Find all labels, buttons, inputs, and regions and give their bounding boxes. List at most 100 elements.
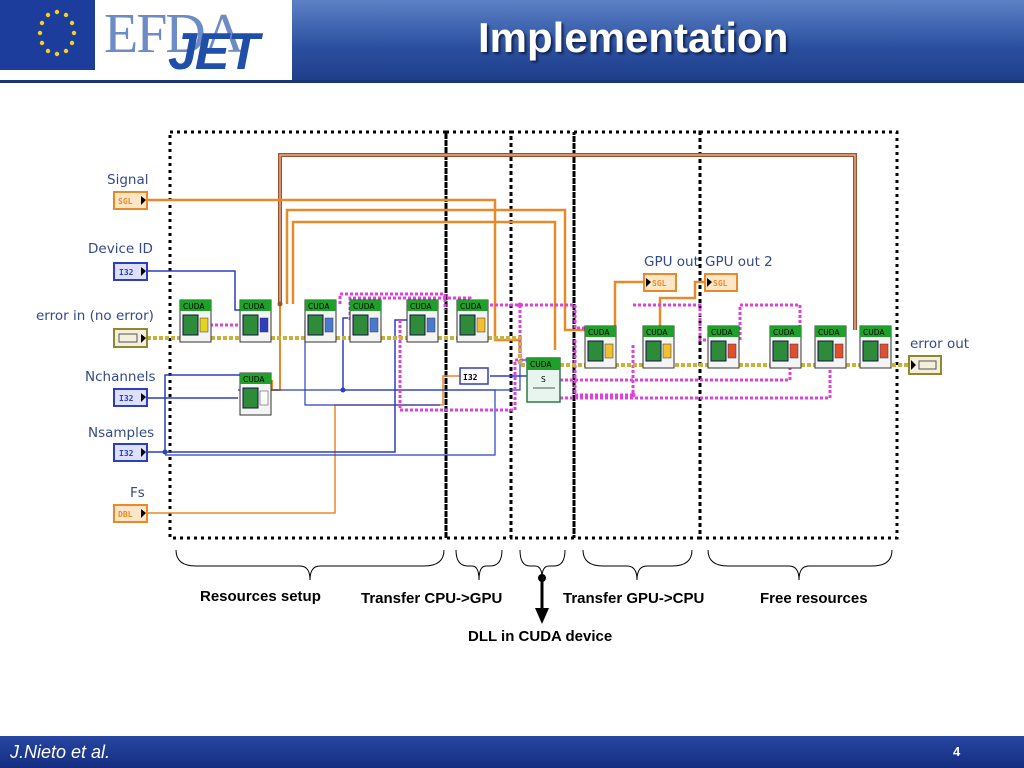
svg-text:I32: I32 — [119, 394, 134, 403]
svg-text:CUDA: CUDA — [530, 360, 552, 369]
label-resources-setup: Resources setup — [200, 588, 321, 605]
svg-text:S: S — [541, 375, 546, 384]
svg-text:SGL: SGL — [652, 279, 667, 288]
cuda-subvi-node[interactable]: CUDA — [349, 299, 382, 343]
svg-text:SGL: SGL — [118, 197, 133, 206]
brace-resources-setup — [175, 549, 445, 581]
cuda-subvi-node[interactable]: CUDA — [584, 325, 617, 369]
wire-gpu-out-2 — [658, 280, 705, 330]
label-free-resources: Free resources — [760, 590, 868, 607]
nsamples-terminal[interactable]: I32 — [113, 443, 148, 462]
cuda-node-label: CUDA — [308, 302, 330, 311]
gpu-out-terminal[interactable]: SGL — [643, 273, 677, 292]
brace-transfer-cpu-gpu — [455, 549, 503, 581]
nchannels-terminal[interactable]: I32 — [113, 388, 148, 407]
label-transfer-cpu-gpu: Transfer CPU->GPU — [361, 590, 502, 607]
gpu-card-icon — [587, 340, 604, 362]
cuda-subvi-node[interactable]: CUDA — [179, 299, 212, 343]
gpu-card-icon — [862, 340, 879, 362]
cuda-subvi-node[interactable]: CUDA — [769, 325, 802, 369]
gpu-card-icon — [710, 340, 727, 362]
wire-fs — [147, 375, 460, 514]
wire-gpu-out — [613, 280, 644, 330]
signal-label: Signal — [107, 172, 148, 188]
svg-text:SGL: SGL — [713, 279, 728, 288]
cuda-subvi-node[interactable]: CUDA — [642, 325, 675, 369]
cuda-node-label: CUDA — [646, 328, 668, 337]
gpu-card-icon — [242, 314, 259, 336]
gpu-card-icon — [352, 314, 369, 336]
error-out-terminal[interactable] — [908, 355, 942, 375]
wire-gpu-buffer-2 — [291, 220, 557, 350]
cuda-node-label: CUDA — [711, 328, 733, 337]
brace-free-resources — [707, 549, 893, 581]
cuda-node-label: CUDA — [410, 302, 432, 311]
gpu-card-icon — [409, 314, 426, 336]
wires — [147, 153, 910, 514]
header-divider — [0, 80, 1024, 83]
author-text: J.Nieto et al. — [10, 742, 111, 762]
wire-pointer — [338, 292, 447, 310]
efda-logo-text: EFDA — [104, 3, 244, 65]
nsamples-label: Nsamples — [88, 425, 154, 441]
error-in-label: error in (no error) — [36, 308, 154, 324]
error-out-label: error out — [910, 336, 969, 352]
cuda-node-label: CUDA — [818, 328, 840, 337]
labview-block-diagram: Signal Device ID error in (no error) Nch… — [36, 130, 969, 645]
eu-flag-icon — [0, 0, 95, 70]
brace-transfer-gpu-cpu — [582, 549, 693, 581]
fs-terminal[interactable]: DBL — [113, 504, 148, 523]
fs-label: Fs — [130, 485, 145, 501]
gpu-card-icon — [459, 314, 476, 336]
gpu-card-icon — [772, 340, 789, 362]
cuda-subvi-node[interactable]: CUDA — [239, 299, 272, 343]
cuda-node-label: CUDA — [183, 302, 205, 311]
gpu-card-icon — [242, 387, 259, 409]
dll-call-node[interactable]: CUDA S — [526, 357, 561, 403]
svg-text:I32: I32 — [119, 268, 134, 277]
cuda-node-label: CUDA — [588, 328, 610, 337]
wire-gpu-buffer — [285, 208, 590, 332]
cuda-subvi-node[interactable]: CUDA — [239, 372, 272, 416]
svg-text:I32: I32 — [463, 373, 478, 382]
error-in-terminal[interactable] — [113, 328, 148, 348]
gpu-card-icon — [307, 314, 324, 336]
frame-resources-setup — [168, 130, 448, 540]
label-dll: DLL in CUDA device — [468, 628, 612, 645]
label-transfer-gpu-cpu: Transfer GPU->CPU — [563, 590, 704, 607]
gpu-card-icon — [182, 314, 199, 336]
efda-jet-logo: EFDA JET — [0, 0, 292, 81]
cuda-subvi-node[interactable]: CUDA — [304, 299, 337, 343]
cuda-node-label: CUDA — [243, 375, 265, 384]
svg-text:DBL: DBL — [118, 510, 133, 519]
cuda-subvi-node[interactable]: CUDA — [859, 325, 892, 369]
gpu-card-icon — [817, 340, 834, 362]
gpu-out-2-label: GPU out 2 — [705, 254, 773, 270]
section-braces — [175, 549, 893, 581]
cuda-subvi-node[interactable]: CUDA — [456, 299, 489, 343]
device-id-label: Device ID — [88, 241, 153, 257]
cuda-subvi-node[interactable]: CUDA — [406, 299, 439, 343]
section-frames — [168, 130, 899, 540]
gpu-out-label: GPU out — [644, 254, 699, 270]
gpu-card-icon — [645, 340, 662, 362]
nchannels-label: Nchannels — [85, 369, 156, 385]
jet-logo-text: JET — [168, 23, 259, 81]
cuda-node-label: CUDA — [243, 302, 265, 311]
cuda-subvi-node[interactable]: CUDA — [707, 325, 740, 369]
gpu-out-2-terminal[interactable]: SGL — [704, 273, 738, 292]
slide-title: Implementation — [478, 14, 789, 61]
cuda-node-label: CUDA — [353, 302, 375, 311]
wire-device-id — [147, 270, 240, 311]
wire-plan — [271, 304, 281, 391]
i32-constant[interactable]: I32 — [459, 367, 489, 385]
signal-terminal[interactable]: SGL — [113, 191, 148, 210]
svg-text:I32: I32 — [119, 449, 134, 458]
wire-junctions — [162, 387, 346, 455]
cuda-subvi-node[interactable]: CUDA — [814, 325, 847, 369]
slide-footer: J.Nieto et al. 4 — [0, 736, 1024, 768]
brace-dll — [519, 549, 566, 579]
device-id-terminal[interactable]: I32 — [113, 262, 148, 281]
wire-error-cluster — [147, 336, 910, 367]
